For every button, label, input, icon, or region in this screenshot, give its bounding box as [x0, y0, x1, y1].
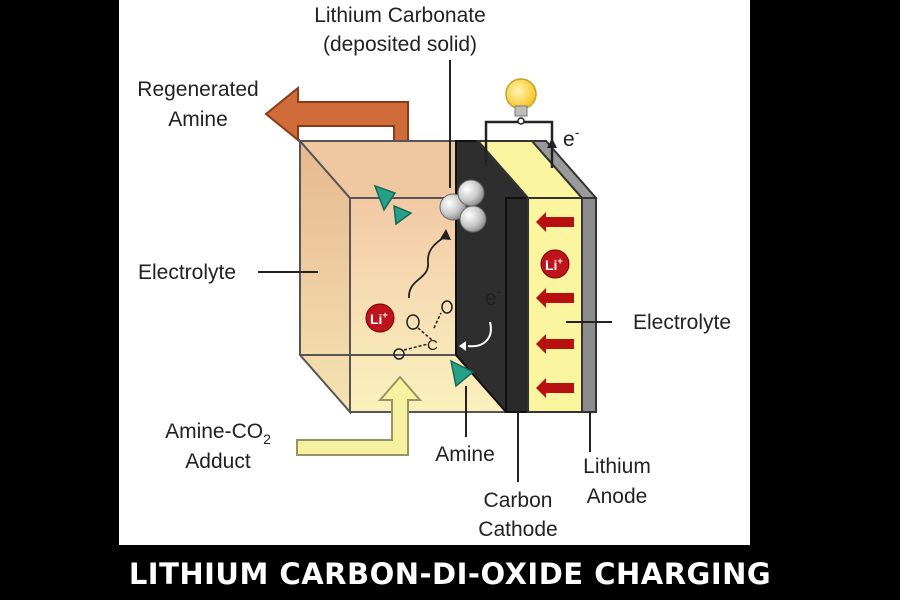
electron-label-mid: e-	[485, 283, 502, 310]
carbon-cathode-label: Carbon	[484, 489, 553, 512]
electron-arrowhead	[459, 341, 466, 351]
electrolyte-left-label: Electrolyte	[138, 261, 236, 284]
regenerated-amine-sublabel: Amine	[168, 108, 228, 131]
electron-arrow-icon	[467, 321, 492, 348]
electron-flow-arrowhead	[547, 138, 557, 148]
diagram-panel: e- C e-	[119, 0, 750, 545]
amine-triangle-icon	[373, 184, 397, 212]
amine-co2-label: Amine-CO2	[165, 420, 271, 447]
amine-label: Amine	[435, 443, 495, 466]
light-bulb-icon	[505, 78, 537, 125]
lithium-carbonate-sublabel: (deposited solid)	[323, 33, 477, 56]
battery-diagram: e- C e-	[137, 4, 731, 541]
lithium-carbonate-molecule-icon	[439, 179, 487, 233]
svg-text:Li+: Li+	[370, 310, 388, 327]
lithium-carbonate-label: Lithium Carbonate	[314, 4, 486, 27]
lithium-anode-label: Lithium	[583, 455, 651, 478]
reaction-arrow	[408, 235, 447, 299]
regenerated-amine-label: Regenerated	[137, 78, 258, 101]
carbon-cathode-sublabel: Cathode	[478, 518, 557, 541]
li-ion-icon: Li+	[540, 249, 570, 279]
svg-text:Li+: Li+	[545, 256, 563, 273]
adduct-label: Adduct	[185, 450, 251, 473]
electrolyte-right-label: Electrolyte	[633, 311, 731, 334]
amine-triangle-icon	[449, 359, 475, 388]
lithium-anode-front	[581, 197, 597, 413]
electron-label-top: e-	[563, 124, 580, 151]
lithium-anode-sublabel: Anode	[587, 485, 648, 508]
electrolyte-strip-front	[527, 197, 583, 413]
svg-text:C: C	[427, 337, 438, 354]
caption-title: LITHIUM CARBON-DI-OXIDE CHARGING	[128, 557, 772, 591]
li-ion-icon: Li+	[365, 303, 395, 333]
reaction-arrowhead	[440, 229, 451, 240]
li-ion-migration-arrows	[536, 212, 574, 398]
amine-co2-adduct-molecule: C	[393, 300, 453, 360]
amine-co2-adduct-arrow	[296, 375, 423, 456]
carbon-cathode-front	[505, 197, 529, 413]
amine-triangle-icon	[393, 204, 413, 226]
